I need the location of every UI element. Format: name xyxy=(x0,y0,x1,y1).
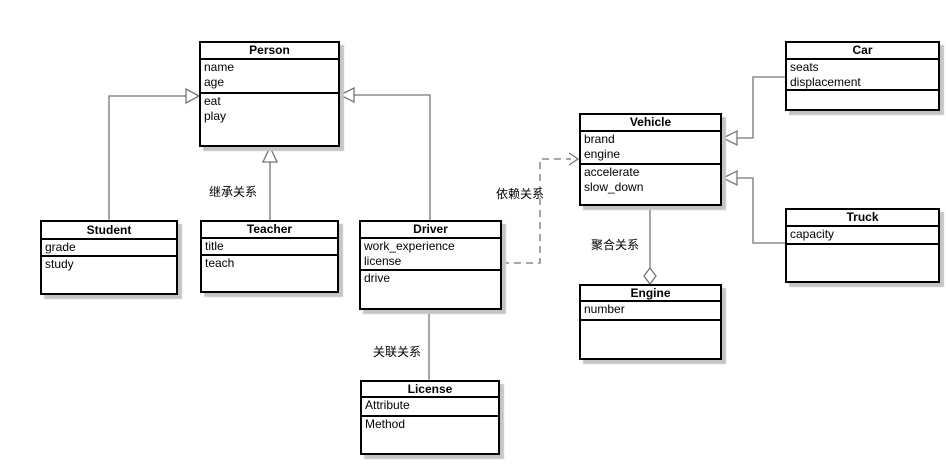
class-truck-name: Truck xyxy=(846,210,879,224)
class-truck: Truck capacity xyxy=(785,208,940,283)
attribute-row: license xyxy=(364,254,402,268)
method-row: slow_down xyxy=(584,180,644,194)
class-engine-attributes: number xyxy=(581,300,720,319)
label-inheritance: 继承关系 xyxy=(209,185,258,199)
method-row: eat xyxy=(204,94,221,108)
method-row: drive xyxy=(364,271,391,285)
attribute-row: Attribute xyxy=(365,398,410,412)
class-truck-methods xyxy=(787,243,938,281)
class-teacher: Teacher title teach xyxy=(200,220,339,293)
attribute-row: seats xyxy=(790,60,819,74)
class-license-name: License xyxy=(407,382,453,396)
class-car-attributes: seats displacement xyxy=(787,58,938,89)
label-aggregation: 聚合关系 xyxy=(591,238,640,252)
inheritance-truck-vehicle xyxy=(721,169,785,244)
class-vehicle-attributes: brand engine xyxy=(581,130,720,163)
inheritance-teacher-person xyxy=(261,145,279,220)
attribute-row: brand xyxy=(584,132,615,146)
class-teacher-methods: teach xyxy=(202,254,337,291)
method-row: teach xyxy=(205,256,235,270)
inheritance-driver-person xyxy=(338,86,431,220)
method-row: Method xyxy=(365,417,406,431)
attribute-row: age xyxy=(204,75,225,89)
attribute-row: grade xyxy=(45,240,76,254)
class-student-name: Student xyxy=(86,223,132,237)
class-driver-methods: drive xyxy=(361,269,500,308)
class-person-attributes: name age xyxy=(201,58,338,92)
method-row: play xyxy=(204,109,227,123)
class-student-attributes: grade xyxy=(42,238,176,255)
attribute-row: engine xyxy=(584,147,621,161)
attribute-row: title xyxy=(205,239,224,253)
attribute-row: displacement xyxy=(790,75,861,89)
class-driver-attributes: work_experience license xyxy=(361,237,500,269)
attribute-row: number xyxy=(584,302,625,316)
class-person-methods: eat play xyxy=(201,92,338,145)
class-driver-name: Driver xyxy=(413,222,448,236)
class-car-name: Car xyxy=(852,43,873,57)
class-student-methods: study xyxy=(42,255,176,293)
inheritance-student-person xyxy=(108,87,201,220)
class-car: Car seats displacement xyxy=(785,41,940,111)
class-teacher-attributes: title xyxy=(202,237,337,254)
class-engine-methods xyxy=(581,319,720,358)
attribute-row: name xyxy=(204,60,235,74)
class-engine: Engine number xyxy=(579,284,722,360)
class-car-methods xyxy=(787,89,938,109)
label-dependency: 依赖关系 xyxy=(496,187,545,201)
attribute-row: capacity xyxy=(790,227,835,241)
inheritance-car-vehicle xyxy=(721,76,785,147)
dependency-driver-vehicle xyxy=(502,152,580,264)
class-vehicle-name: Vehicle xyxy=(629,115,672,129)
class-license-methods: Method xyxy=(362,415,498,453)
class-student: Student grade study xyxy=(40,220,178,295)
class-license: License Attribute Method xyxy=(360,380,500,455)
attribute-row: work_experience xyxy=(364,239,455,253)
aggregation-vehicle-engine xyxy=(643,206,657,286)
method-row: accelerate xyxy=(584,165,640,179)
class-driver: Driver work_experience license drive xyxy=(359,220,502,310)
class-vehicle-methods: accelerate slow_down xyxy=(581,163,720,204)
class-teacher-name: Teacher xyxy=(246,222,293,236)
class-engine-name: Engine xyxy=(630,286,671,300)
class-truck-attributes: capacity xyxy=(787,225,938,243)
method-row: study xyxy=(45,257,74,271)
label-association: 关联关系 xyxy=(373,345,422,359)
class-license-attributes: Attribute xyxy=(362,396,498,415)
class-vehicle: Vehicle brand engine accelerate slow_dow… xyxy=(579,113,722,206)
class-person-name: Person xyxy=(249,43,290,57)
class-person: Person name age eat play xyxy=(199,41,340,147)
